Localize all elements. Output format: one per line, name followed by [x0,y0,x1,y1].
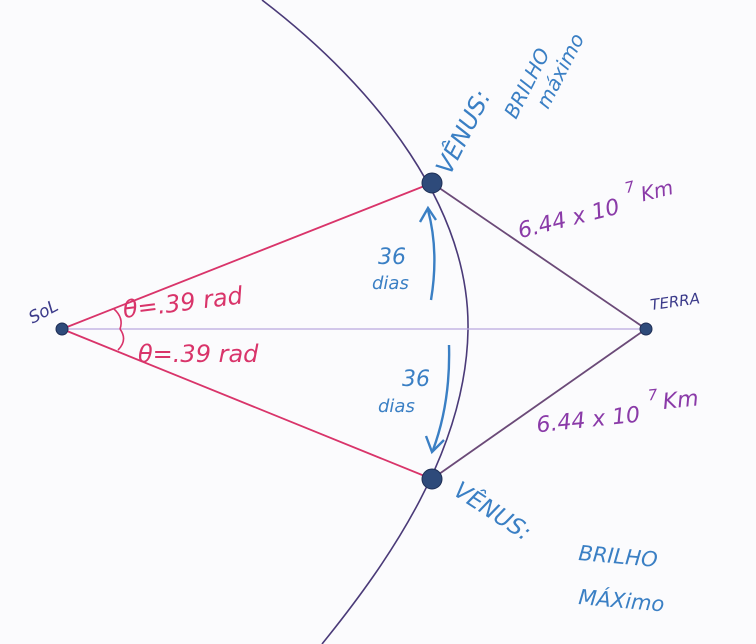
angle-arc-top [113,308,122,330]
arrow-down-icon [431,344,451,451]
sun-venus-bottom-line [61,328,433,480]
venus-top-dot [421,172,443,194]
venus-bottom-dot [421,468,443,490]
angle-bottom-label: θ=.39 rad [138,340,259,368]
sun-dot [55,322,69,336]
distance-bottom-unit: Km [662,386,700,415]
earth-dot [639,322,653,336]
earth-venus-bottom-line [431,328,647,480]
angle-arc-bottom [117,328,125,351]
earth-venus-top-line [431,182,647,330]
venus-orbit-arc [261,0,469,644]
days-bottom-number: 36 [402,367,430,392]
sun-venus-top-line [61,182,433,330]
days-top-word: dias [372,273,409,294]
arrowhead-up-icon [418,205,437,223]
arrowhead-down-icon [424,435,445,455]
distance-bottom-exponent: 7 [647,386,659,405]
arrow-up-icon [426,209,436,301]
days-bottom-word: dias [378,396,415,417]
days-top-number: 36 [378,245,406,270]
